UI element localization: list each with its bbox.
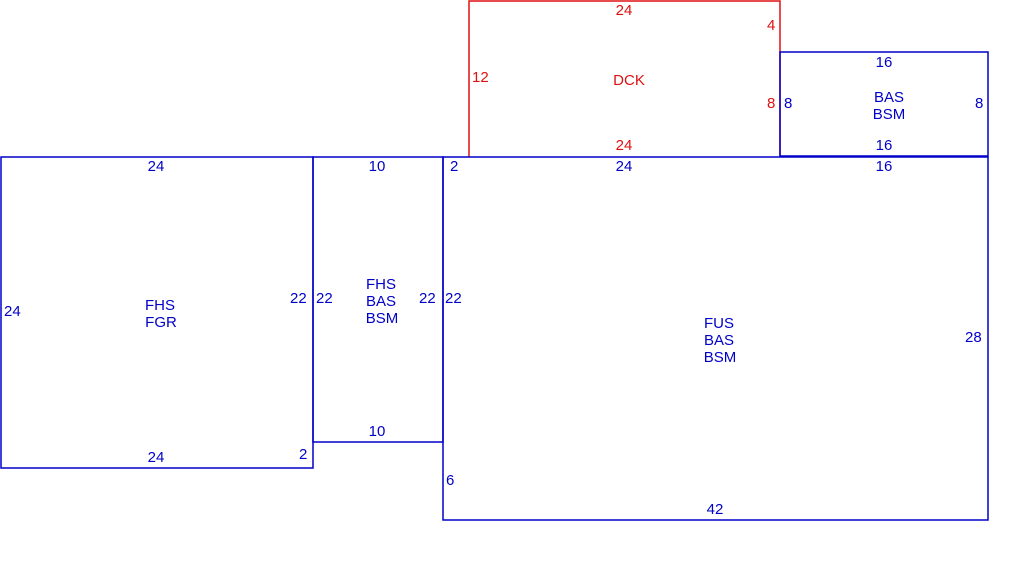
fhs-fgr-right-dim: 22 <box>290 290 307 307</box>
bas-bsm-small-left-dim: 8 <box>784 95 793 112</box>
fhs-bas-bsm-line2: BAS <box>365 293 397 310</box>
fhs-bas-bsm-top-dim: 10 <box>368 158 386 175</box>
bas-bsm-small-right-dim: 8 <box>975 95 984 112</box>
fhs-fgr-line1: FHS <box>145 297 175 314</box>
fhs-fgr-line2: FGR <box>145 314 177 331</box>
fhs-fgr-top-dim: 24 <box>147 158 165 175</box>
fus-bas-bsm-outline <box>442 156 989 521</box>
deck-bottom-dim: 24 <box>615 137 633 154</box>
fhs-fgr-bottom-right-dim: 2 <box>299 446 308 463</box>
fus-bas-bsm-bottom-dim: 42 <box>706 501 724 518</box>
fhs-bas-bsm-line1: FHS <box>366 276 396 293</box>
fus-bas-bsm-top-right-dim: 16 <box>875 158 893 175</box>
fus-bas-bsm-line3: BSM <box>703 349 737 366</box>
bas-bsm-small-top-dim: 16 <box>875 54 893 71</box>
fus-bas-bsm-right-dim: 28 <box>965 329 982 346</box>
fus-bas-bsm-lower-left-dim: 6 <box>446 472 455 489</box>
fhs-bas-bsm-left-dim: 22 <box>316 290 333 307</box>
deck-left-dim: 12 <box>472 69 489 86</box>
fus-bas-bsm-line1: FUS <box>704 315 734 332</box>
fus-bas-bsm-top-left-dim: 2 <box>450 158 459 175</box>
deck-code: DCK <box>613 72 645 89</box>
deck-top-dim: 24 <box>615 2 633 19</box>
bas-bsm-small-line1: BAS <box>873 89 905 106</box>
fhs-bas-bsm-right-dim: 22 <box>419 290 436 307</box>
fhs-fgr-left-dim: 24 <box>4 303 21 320</box>
bas-bsm-small-outline <box>779 51 989 157</box>
fhs-fgr-bottom-dim: 24 <box>147 449 165 466</box>
deck-right-upper-dim: 4 <box>767 17 776 34</box>
fhs-bas-bsm-line3: BSM <box>365 310 399 327</box>
fus-bas-bsm-left-dim: 22 <box>445 290 462 307</box>
fus-bas-bsm-line2: BAS <box>703 332 735 349</box>
bas-bsm-small-line2: BSM <box>872 106 906 123</box>
fhs-bas-bsm-bottom-dim: 10 <box>368 423 386 440</box>
fus-bas-bsm-top-mid-dim: 24 <box>615 158 633 175</box>
deck-right-lower-dim: 8 <box>767 95 776 112</box>
bas-bsm-small-bottom-dim: 16 <box>875 137 893 154</box>
